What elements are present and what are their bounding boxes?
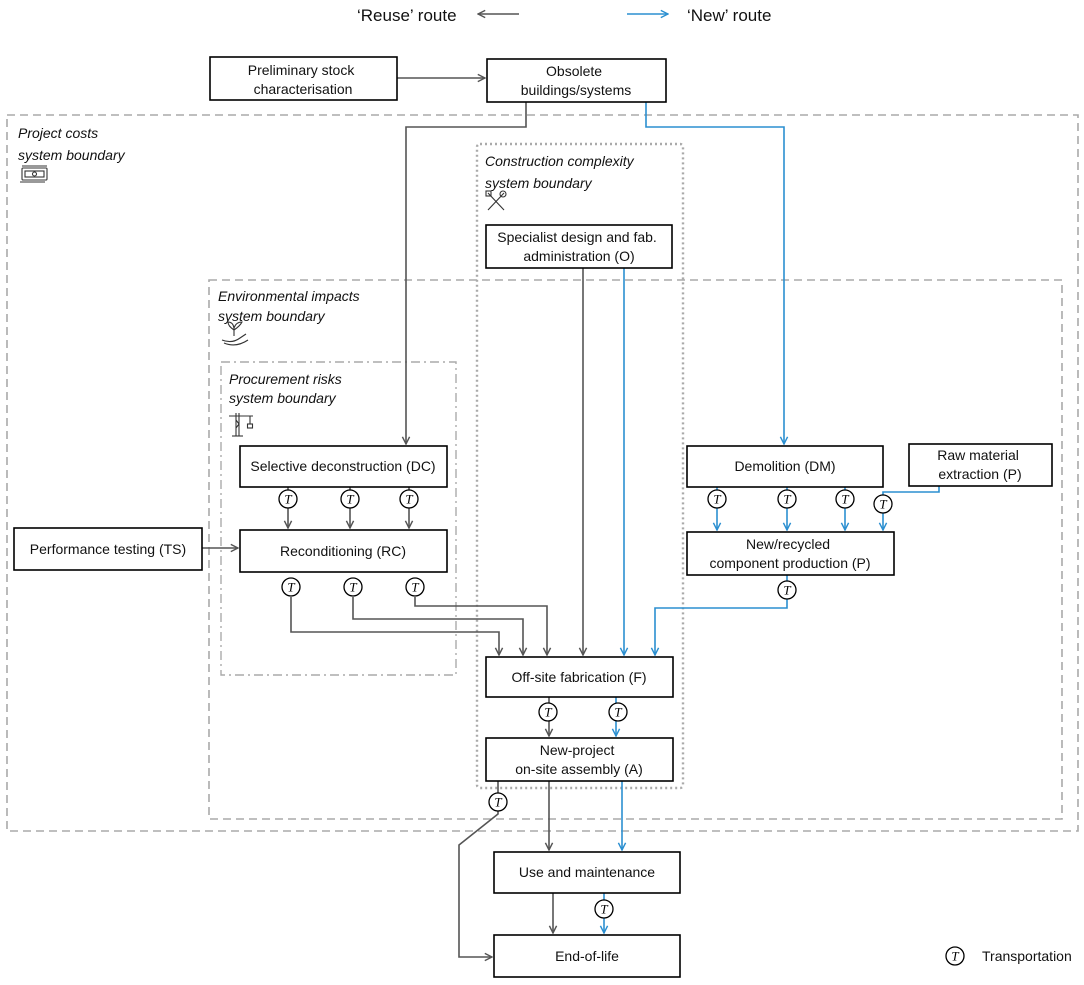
reuse-route-arrows — [202, 78, 583, 957]
transport-symbol: T — [783, 492, 791, 507]
construction-complexity-boundary — [475, 142, 685, 790]
node-onsite-assembly: New-project on-site assembly (A) — [485, 737, 674, 782]
transport-marker: T — [594, 899, 614, 919]
transport-symbol: T — [346, 492, 354, 507]
transport-symbol: T — [600, 902, 608, 917]
money-icon — [20, 165, 48, 183]
transport-marker: T — [343, 577, 363, 597]
transport-marker: T — [608, 702, 628, 722]
legend-reuse-label: ‘Reuse’ route — [357, 6, 457, 25]
procurement-risks-boundary — [220, 361, 457, 676]
transport-symbol: T — [494, 795, 502, 810]
node-component-production: New/recycled component production (P) — [686, 531, 895, 576]
svg-text:Selective deconstruction (DC): Selective deconstruction (DC) — [250, 458, 435, 474]
transport-marker: T — [340, 489, 360, 509]
transport-symbol: T — [405, 492, 413, 507]
legend-new-label: ‘New’ route — [687, 6, 771, 25]
svg-text:Demolition (DM): Demolition (DM) — [734, 458, 835, 474]
transport-marker: T — [777, 580, 797, 600]
svg-text:Off-site fabrication (F): Off-site fabrication (F) — [511, 669, 646, 685]
node-specialist-design: Specialist design and fab. administratio… — [485, 224, 673, 269]
transport-symbol: T — [284, 492, 292, 507]
node-selective-deconstruction: Selective deconstruction (DC) — [239, 445, 448, 488]
svg-text:Use and maintenance: Use and maintenance — [519, 864, 655, 880]
project-costs-boundary — [6, 114, 1079, 832]
transport-symbol: T — [411, 580, 419, 595]
transport-marker: T — [488, 792, 508, 812]
legend-transport-symbol: T — [951, 949, 959, 964]
transport-symbol: T — [287, 580, 295, 595]
transport-symbol: T — [713, 492, 721, 507]
node-obsolete-buildings: Obsolete buildings/systems — [486, 58, 667, 103]
svg-text:Performance testing (TS): Performance testing (TS) — [30, 541, 186, 557]
node-demolition: Demolition (DM) — [686, 445, 884, 488]
plant-hand-icon — [221, 321, 249, 346]
node-end-of-life: End-of-life — [493, 934, 681, 978]
procurement-risks-label: Procurement risks system boundary — [229, 371, 346, 406]
svg-text:Obsolete buildings/syste: Obsolete buildings/systems — [521, 63, 632, 98]
svg-text:Reconditioning (RC): Reconditioning (RC) — [280, 543, 406, 559]
transport-symbol: T — [783, 583, 791, 598]
transportation-markers: T T T T T T T T T T T T T T T — [278, 489, 893, 919]
transport-marker: T — [405, 577, 425, 597]
transport-symbol: T — [841, 492, 849, 507]
node-raw-material: Raw material extraction (P) — [908, 443, 1053, 487]
transport-marker: T — [707, 489, 727, 509]
transport-marker: T — [835, 489, 855, 509]
transport-marker: T — [777, 489, 797, 509]
legend: ‘Reuse’ route ‘New’ route — [357, 6, 771, 25]
environmental-impacts-boundary — [208, 279, 1063, 820]
crane-icon — [229, 413, 254, 437]
tools-icon — [485, 190, 507, 211]
svg-text:Specialist design and fab.: Specialist design and fab. administratio… — [497, 229, 660, 264]
node-use-maintenance: Use and maintenance — [493, 851, 681, 894]
svg-text:Raw material extraction: Raw material extraction (P) — [937, 447, 1023, 482]
transport-marker: T — [399, 489, 419, 509]
construction-complexity-label: Construction complexity system boundary — [485, 153, 638, 191]
svg-text:Preliminary stock charac: Preliminary stock characterisation — [248, 62, 358, 97]
node-preliminary-stock: Preliminary stock characterisation — [209, 56, 398, 101]
transport-symbol: T — [544, 705, 552, 720]
transport-symbol: T — [614, 705, 622, 720]
transport-marker: T — [281, 577, 301, 597]
node-reconditioning: Reconditioning (RC) — [239, 529, 448, 573]
svg-text:End-of-life: End-of-life — [555, 948, 619, 964]
node-performance-testing: Performance testing (TS) — [13, 527, 203, 571]
transport-symbol: T — [879, 497, 887, 512]
transport-symbol: T — [349, 580, 357, 595]
transport-marker: T — [278, 489, 298, 509]
node-offsite-fabrication: Off-site fabrication (F) — [485, 656, 674, 698]
svg-text:New/recycled component p: New/recycled component production (P) — [709, 536, 870, 571]
legend-transportation-label: Transportation — [982, 948, 1072, 964]
transport-marker: T — [538, 702, 558, 722]
project-costs-label: Project costs system boundary — [18, 125, 126, 163]
legend-transportation: T Transportation — [945, 946, 1072, 966]
environmental-impacts-label: Environmental impacts system boundary — [218, 288, 364, 324]
transport-marker: T — [873, 494, 893, 514]
svg-text:New-project on-site asse: New-project on-site assembly (A) — [515, 742, 643, 777]
